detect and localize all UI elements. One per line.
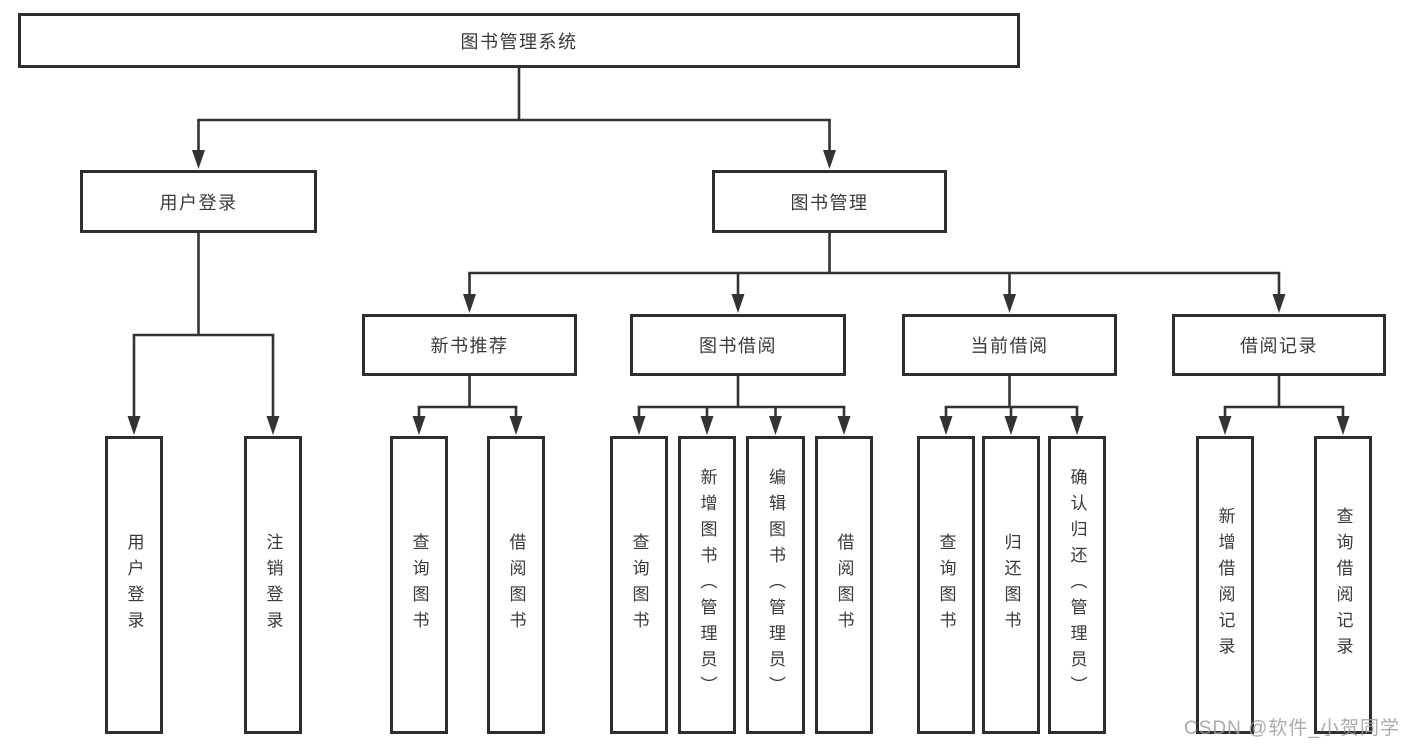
- edge-group-book-mgmt: [463, 233, 1286, 313]
- node-cb-query: 查询图书: [917, 436, 975, 734]
- node-ul-logout: 注销登录: [244, 436, 302, 734]
- arrowhead-icon: [632, 416, 646, 435]
- edge-group-user-login: [127, 233, 280, 435]
- node-br-add: 新增借阅记录: [1196, 436, 1254, 734]
- node-label: 新增借阅记录: [1215, 507, 1235, 663]
- node-root: 图书管理系统: [18, 13, 1020, 68]
- node-label: 归还图书: [1001, 533, 1021, 637]
- node-cb-confirm: 确认归还（管理员）: [1048, 436, 1106, 734]
- node-label: 查询借阅记录: [1333, 507, 1353, 663]
- node-label: 用户登录: [159, 192, 238, 213]
- node-book-borrow: 图书借阅: [630, 314, 846, 376]
- watermark: CSDN @软件_小贺同学: [1184, 718, 1400, 739]
- node-nb-query: 查询图书: [390, 436, 448, 734]
- node-label: 用户登录: [124, 533, 144, 637]
- node-ul-login: 用户登录: [105, 436, 163, 734]
- arrowhead-icon: [700, 416, 714, 435]
- node-book-mgmt: 图书管理: [712, 170, 947, 233]
- arrowhead-icon: [1218, 416, 1232, 435]
- node-new-book-rec: 新书推荐: [362, 314, 577, 376]
- edge-group-current-borrow: [939, 376, 1084, 435]
- node-label: 注销登录: [263, 533, 283, 637]
- node-label: 借阅图书: [834, 533, 854, 637]
- node-label: 查询图书: [409, 533, 429, 637]
- arrowhead-icon: [769, 416, 782, 435]
- arrowhead-icon: [731, 294, 745, 313]
- node-label: 图书管理: [790, 192, 869, 213]
- edge-group-root: [192, 68, 836, 169]
- node-bb-add: 新增图书（管理员）: [678, 436, 736, 734]
- arrowhead-icon: [823, 150, 836, 169]
- arrowhead-icon: [1003, 294, 1016, 313]
- arrowhead-icon: [1004, 416, 1018, 435]
- arrowhead-icon: [192, 150, 205, 169]
- node-bb-borrow: 借阅图书: [815, 436, 873, 734]
- node-nb-borrow: 借阅图书: [487, 436, 545, 734]
- arrowhead-icon: [1070, 416, 1084, 435]
- node-user-login: 用户登录: [80, 170, 317, 233]
- node-label: 查询图书: [629, 533, 649, 637]
- node-bb-edit: 编辑图书（管理员）: [746, 436, 805, 734]
- arrowhead-icon: [1272, 294, 1286, 313]
- node-current-borrow: 当前借阅: [902, 314, 1117, 376]
- node-borrow-record: 借阅记录: [1172, 314, 1386, 376]
- edge-group-borrow-record: [1218, 376, 1350, 435]
- edge-group-book-borrow: [632, 376, 851, 435]
- arrowhead-icon: [1336, 416, 1350, 435]
- arrowhead-icon: [463, 294, 476, 313]
- node-bb-query: 查询图书: [610, 436, 668, 734]
- node-br-query: 查询借阅记录: [1314, 436, 1372, 734]
- arrowhead-icon: [127, 416, 141, 435]
- node-label: 图书借阅: [699, 336, 777, 356]
- node-label: 新书推荐: [430, 336, 509, 356]
- node-label: 图书管理系统: [460, 31, 578, 52]
- node-label: 编辑图书（管理员）: [766, 468, 785, 702]
- node-cb-return: 归还图书: [982, 436, 1040, 734]
- node-label: 借阅记录: [1240, 336, 1318, 356]
- node-label: 查询图书: [936, 533, 956, 637]
- arrowhead-icon: [412, 416, 426, 435]
- node-label: 借阅图书: [506, 533, 526, 637]
- arrowhead-icon: [266, 416, 280, 435]
- arrowhead-icon: [509, 416, 523, 435]
- node-label: 确认归还（管理员）: [1067, 468, 1087, 702]
- arrowhead-icon: [939, 416, 953, 435]
- edge-group-new-book-rec: [412, 376, 523, 435]
- node-label: 新增图书（管理员）: [697, 468, 717, 702]
- node-label: 当前借阅: [970, 336, 1049, 356]
- arrowhead-icon: [837, 416, 851, 435]
